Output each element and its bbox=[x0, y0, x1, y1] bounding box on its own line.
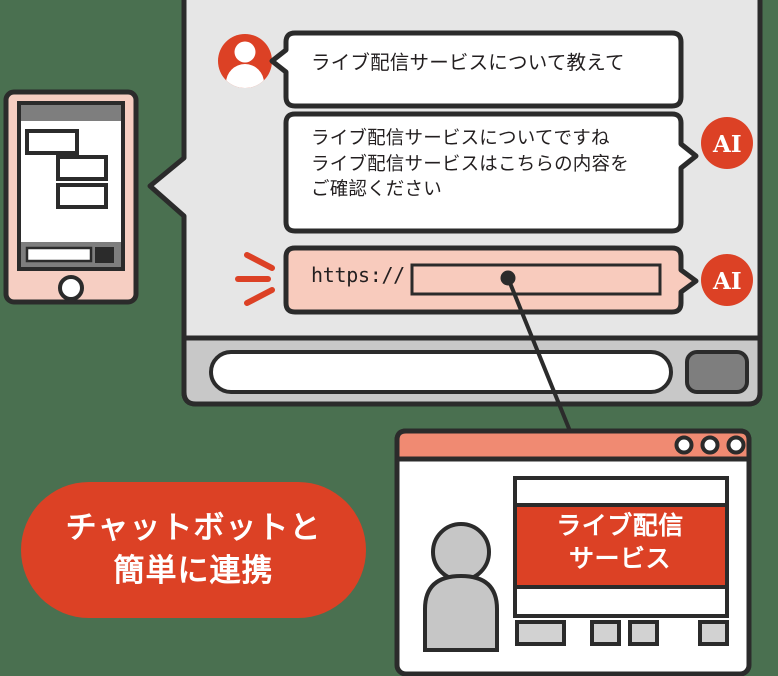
chat-send-button[interactable] bbox=[685, 350, 749, 394]
page-thumbnail bbox=[515, 620, 566, 646]
browser-dot-icon[interactable] bbox=[700, 435, 720, 455]
chat-window bbox=[147, 0, 763, 407]
ai-badge-label: AI bbox=[713, 268, 742, 295]
phone-footer-input bbox=[25, 246, 93, 263]
user-message-bubble bbox=[269, 30, 684, 109]
hero-banner-text: ライブ配信 サービス bbox=[556, 511, 684, 573]
emphasis-lines-icon bbox=[235, 252, 275, 306]
url-prefix-label: https:// bbox=[311, 263, 405, 287]
phone-home-button bbox=[58, 275, 84, 301]
user-message-text: ライブ配信サービスについて教えて bbox=[311, 51, 625, 74]
cta-line-2: 簡単に連携 bbox=[113, 553, 274, 589]
cta-pill[interactable]: チャットボットと 簡単に連携 bbox=[21, 482, 366, 618]
person-silhouette-icon bbox=[423, 522, 499, 652]
ai-badge-icon bbox=[701, 117, 753, 169]
ai-message-bubble bbox=[283, 111, 699, 234]
url-input-field[interactable] bbox=[410, 263, 662, 296]
chat-message-input[interactable] bbox=[209, 350, 673, 394]
browser-titlebar bbox=[394, 428, 752, 462]
phone-content-block bbox=[25, 129, 79, 155]
page-thumbnail bbox=[698, 620, 729, 646]
browser-dot-icon[interactable] bbox=[726, 435, 746, 455]
cta-line-1: チャットボットと bbox=[65, 510, 322, 546]
hero-banner bbox=[513, 503, 729, 589]
link-connector bbox=[500, 270, 574, 437]
user-avatar-icon bbox=[218, 34, 272, 88]
website-preview-window bbox=[394, 428, 752, 676]
phone-status-bar bbox=[21, 105, 121, 121]
phone-content-block bbox=[56, 183, 108, 209]
page-thumbnail bbox=[628, 620, 659, 646]
smartphone-mockup bbox=[3, 89, 139, 305]
ai-badge-icon bbox=[701, 254, 753, 306]
ai-badge-label: AI bbox=[713, 131, 742, 158]
ai-message-text: ライブ配信サービスについてですね ライブ配信サービスはこちらの内容を ご確認くだ… bbox=[311, 128, 629, 200]
page-thumbnail bbox=[590, 620, 621, 646]
phone-footer-button bbox=[95, 247, 114, 263]
phone-content-block bbox=[56, 155, 108, 181]
browser-dot-icon[interactable] bbox=[674, 435, 694, 455]
